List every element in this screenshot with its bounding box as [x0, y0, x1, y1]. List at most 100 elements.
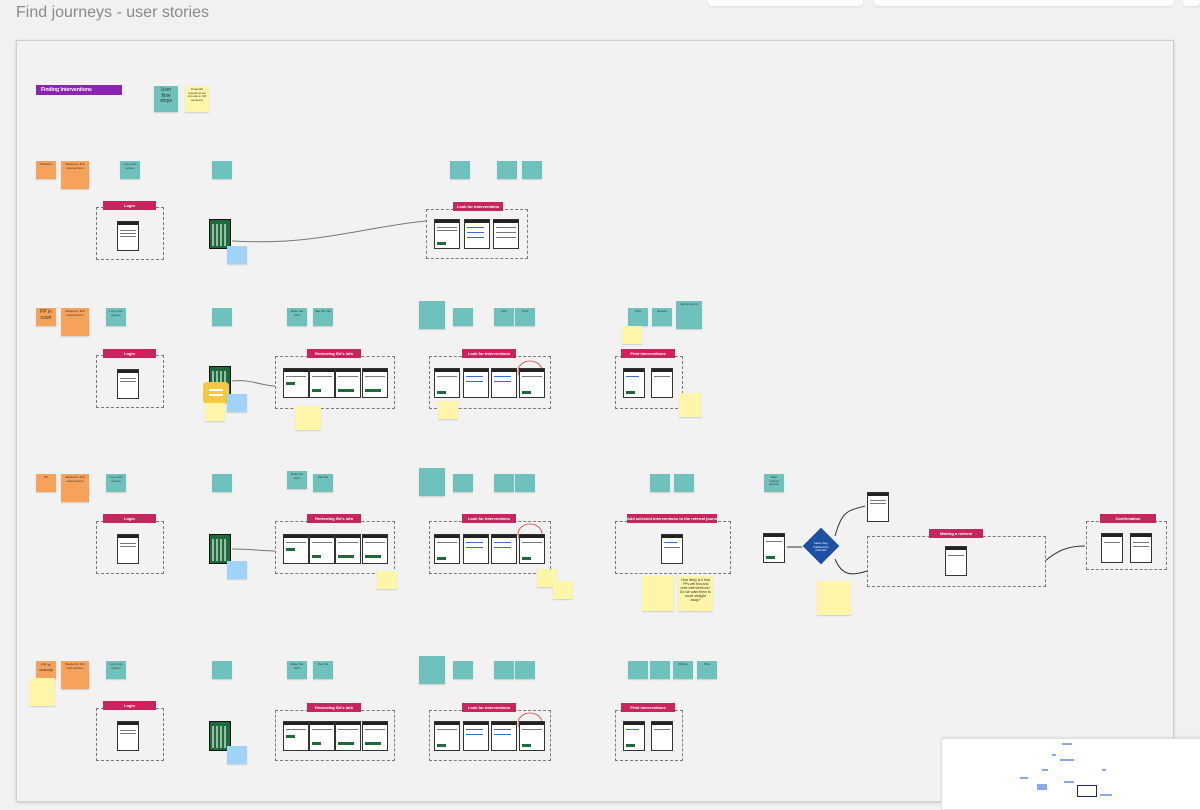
row2-review-screen-1[interactable]: [283, 368, 309, 398]
row4-print-screen-2[interactable]: [651, 721, 673, 751]
row3-blue-sticky[interactable]: [227, 561, 247, 579]
row4-look-screen-2[interactable]: [463, 721, 489, 751]
row3-enter-sticky[interactable]: Enter the SU's: [287, 471, 307, 489]
row3-making-referral-screen[interactable]: [945, 546, 967, 576]
row2-sticky-7[interactable]: [419, 301, 445, 329]
row2-yellow-2[interactable]: [205, 403, 225, 421]
row2-look-screen-1[interactable]: [434, 368, 460, 398]
row3-look-screen-2[interactable]: [463, 534, 489, 564]
row3-review-screen-4[interactable]: [362, 534, 388, 564]
row4-look-screen-1[interactable]: [434, 721, 460, 751]
row3-yellow-2[interactable]: [537, 569, 557, 587]
row4-sticky-8[interactable]: [453, 661, 473, 679]
row3-branch-screen[interactable]: [867, 492, 889, 522]
row4-login-screen[interactable]: [117, 721, 139, 751]
row1-goal-sticky[interactable]: Wanted to find interventions: [61, 161, 89, 189]
row3-question-sticky[interactable]: How likely is it that PPs will find and …: [678, 576, 713, 611]
row2-look-screen-4[interactable]: [519, 368, 545, 398]
row4-sticky-4[interactable]: [212, 661, 232, 679]
row2-look-screen-2[interactable]: [463, 368, 489, 398]
row3-yellow-5[interactable]: [817, 581, 851, 615]
row4-goal-sticky[interactable]: Wanted to find interventions: [61, 661, 89, 689]
row2-blue-sticky[interactable]: [227, 394, 247, 412]
row2-goal-sticky[interactable]: Wanted to find interventions: [61, 308, 89, 336]
row3-yellow-4[interactable]: [642, 576, 674, 611]
row3-confirmation-screen-2[interactable]: [1130, 533, 1152, 563]
row3-look-screen-4[interactable]: [519, 534, 545, 564]
row3-add-selected-screen[interactable]: [661, 534, 683, 564]
row3-see-sticky[interactable]: See SU: [313, 474, 333, 492]
row4-blue-sticky[interactable]: [227, 746, 247, 764]
row4-print-sticky[interactable]: Print: [697, 661, 717, 679]
row3-sticky-10[interactable]: [515, 474, 535, 492]
row2-review-screen-2[interactable]: [309, 368, 335, 398]
minimap-viewport[interactable]: [1077, 785, 1097, 797]
row1-sticky-4[interactable]: [212, 161, 232, 179]
row2-login-sticky[interactable]: Log in the system: [106, 308, 126, 326]
row2-yellow-3[interactable]: [295, 406, 321, 430]
row3-login-screen[interactable]: [117, 534, 139, 564]
toolbar-pill-2[interactable]: [874, 0, 1174, 6]
toolbar-pill-1[interactable]: [708, 0, 863, 6]
row2-print-screen-2[interactable]: [651, 368, 673, 398]
board-minimap[interactable]: [941, 738, 1200, 810]
row2-find-sticky[interactable]: Find: [515, 308, 535, 326]
row1-look-screen-2[interactable]: [464, 219, 490, 249]
row4-look-screen-3[interactable]: [491, 721, 517, 751]
row2-sticky-4[interactable]: [212, 308, 232, 326]
row1-look-screen-1[interactable]: [434, 219, 460, 249]
row4-review-screen-2[interactable]: [309, 721, 335, 751]
row1-sticky-7[interactable]: [522, 161, 542, 179]
row3-review-screen-1[interactable]: [283, 534, 309, 564]
row4-sticky-10[interactable]: [515, 661, 535, 679]
row3-sticky-8[interactable]: [453, 474, 473, 492]
row2-add-sticky[interactable]: Add: [494, 308, 514, 326]
row3-yellow-3[interactable]: [553, 581, 573, 599]
row2-rec-sticky[interactable]: Recommend: [676, 301, 702, 329]
comment-icon[interactable]: [203, 382, 229, 404]
row3-referral-screen[interactable]: [763, 533, 785, 563]
row3-map-screen[interactable]: [209, 534, 231, 564]
row2-yellow-1[interactable]: [622, 326, 642, 344]
row2-print-screen-1[interactable]: [623, 368, 645, 398]
row4-sticky-11[interactable]: [628, 661, 648, 679]
row3-login-sticky[interactable]: Log in the system: [106, 474, 126, 492]
row1-sticky-5[interactable]: [450, 161, 470, 179]
row2-persona-sticky[interactable]: PP in court: [36, 308, 56, 326]
row3-sticky-9[interactable]: [494, 474, 514, 492]
row2-login-screen[interactable]: [117, 369, 139, 399]
row1-persona-sticky[interactable]: Probation: [36, 161, 56, 179]
row4-print-screen-1[interactable]: [623, 721, 645, 751]
row3-review-screen-3[interactable]: [335, 534, 361, 564]
row3-look-screen-3[interactable]: [491, 534, 517, 564]
row2-sticky-8[interactable]: [453, 308, 473, 326]
row4-login-sticky[interactable]: Log in the system: [106, 661, 126, 679]
row3-look-screen-1[interactable]: [434, 534, 460, 564]
row2-review-sticky[interactable]: Review: [652, 308, 672, 326]
row3-persona-sticky[interactable]: PP: [36, 474, 56, 492]
legend-finding-interventions[interactable]: Finding Interventions: [36, 85, 122, 95]
row3-review-screen-2[interactable]: [309, 534, 335, 564]
row1-blue-sticky[interactable]: [227, 246, 247, 264]
row2-yellow-4[interactable]: [438, 401, 458, 419]
whiteboard-canvas[interactable]: Finding Interventions User flow steps Po…: [16, 40, 1174, 802]
row4-review-screen-4[interactable]: [362, 721, 388, 751]
row2-yellow-5[interactable]: [679, 393, 701, 417]
row3-yellow-1[interactable]: [377, 571, 397, 589]
row3-goal-sticky[interactable]: Wanted to find interventions: [61, 474, 89, 502]
row4-sticky-12[interactable]: [650, 661, 670, 679]
row3-sticky-12[interactable]: [674, 474, 694, 492]
row2-see-sticky[interactable]: See SU info: [313, 308, 333, 326]
toolbar-pill-3[interactable]: [1183, 0, 1200, 6]
row1-sticky-6[interactable]: [497, 161, 517, 179]
row3-start-referral-sticky[interactable]: Start referral journey: [764, 474, 784, 492]
row3-confirmation-screen-1[interactable]: [1101, 533, 1123, 563]
legend-user-flow-sticky[interactable]: User flow steps: [154, 86, 178, 112]
row4-sticky-9[interactable]: [494, 661, 514, 679]
row1-login-sticky[interactable]: Log in the system: [120, 161, 140, 179]
row2-review-screen-4[interactable]: [362, 368, 388, 398]
row2-print-sticky[interactable]: Print: [628, 308, 648, 326]
row1-login-screen[interactable]: [117, 221, 139, 251]
row1-look-screen-3[interactable]: [493, 219, 519, 249]
row3-sticky-11[interactable]: [650, 474, 670, 492]
